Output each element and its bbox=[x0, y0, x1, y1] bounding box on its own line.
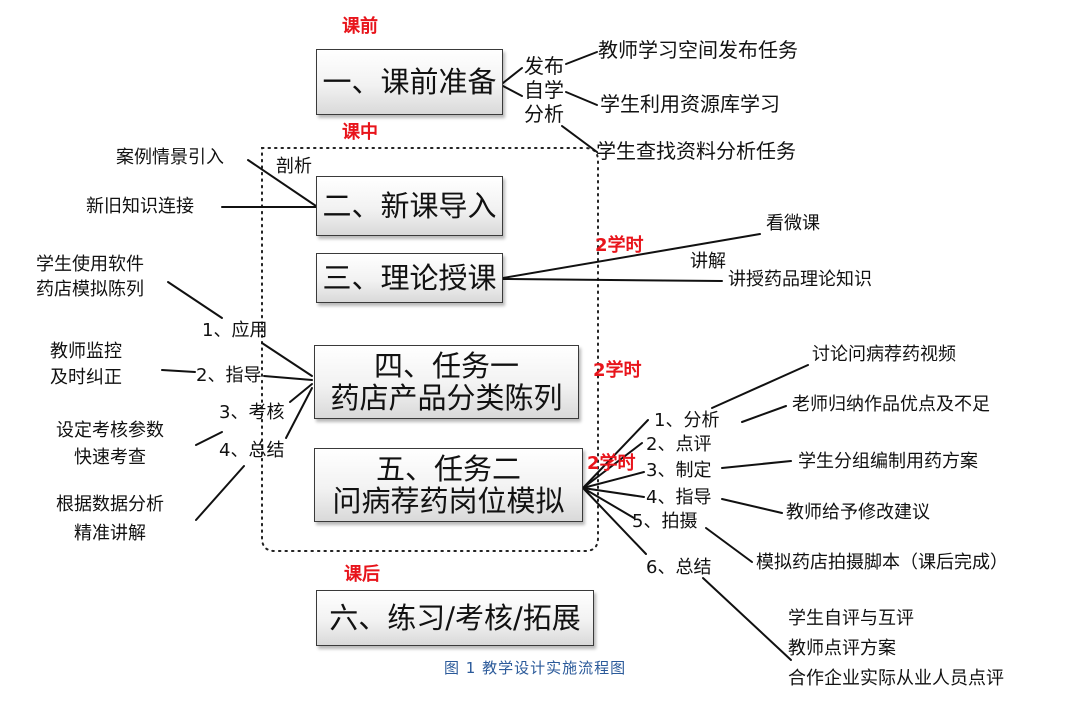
line-d2 bbox=[741, 405, 787, 423]
line-step5-t2 bbox=[582, 487, 635, 519]
line-case bbox=[247, 159, 317, 207]
line-step4 bbox=[285, 387, 313, 439]
stage-box-label-line1: 五、任务二 bbox=[375, 451, 521, 486]
line-step1 bbox=[261, 342, 313, 377]
line-knowledge bbox=[502, 278, 723, 282]
task2-detail-self-review: 学生自评与互评 bbox=[788, 608, 914, 629]
task2-step-summary: 6、总结 bbox=[646, 557, 712, 578]
line-d6 bbox=[702, 577, 792, 661]
task1-step-guide: 2、指导 bbox=[196, 365, 262, 386]
stage-box-practice: 六、练习/考核/拓展 bbox=[316, 590, 594, 646]
stage-box-theory: 三、理论授课 bbox=[316, 253, 503, 303]
line-d4 bbox=[721, 498, 783, 514]
task1-note-params-b: 快速考查 bbox=[74, 447, 146, 468]
line-task1 bbox=[565, 51, 598, 65]
phase-label-post: 课后 bbox=[344, 564, 380, 585]
task1-step-apply: 1、应用 bbox=[202, 320, 268, 341]
task2-step-guide: 4、指导 bbox=[646, 487, 712, 508]
task2-hours-label: 2学时 bbox=[587, 453, 636, 474]
intro-case-label: 案例情景引入 bbox=[116, 147, 224, 168]
line-zixue bbox=[502, 85, 523, 97]
line-n1 bbox=[167, 281, 223, 319]
theory-weike-label: 看微课 bbox=[766, 213, 820, 234]
phase-label-pre: 课前 bbox=[342, 16, 378, 37]
pre-class-task-study: 学生利用资源库学习 bbox=[600, 92, 780, 116]
theory-hours-label: 2学时 bbox=[595, 235, 644, 256]
line-task2 bbox=[565, 91, 598, 106]
intro-link-label: 新旧知识连接 bbox=[86, 196, 194, 217]
branch-label-fenxi: 分析 bbox=[524, 102, 564, 126]
line-step2 bbox=[263, 375, 313, 381]
task1-note-monitor-b: 及时纠正 bbox=[50, 367, 122, 388]
line-step2-t2 bbox=[582, 442, 643, 489]
task2-detail-summary: 老师归纳作品优点及不足 bbox=[792, 394, 990, 415]
stage-box-new-lesson: 二、新课导入 bbox=[316, 176, 503, 236]
theory-knowledge-label: 讲授药品理论知识 bbox=[728, 269, 872, 290]
task1-note-software-b: 药店模拟陈列 bbox=[36, 279, 144, 300]
task1-note-data-b: 精准讲解 bbox=[74, 523, 146, 544]
task2-detail-enterprise-review: 合作企业实际从业人员点评 bbox=[788, 668, 1004, 689]
pre-class-task-analyze: 学生查找资料分析任务 bbox=[596, 139, 796, 163]
line-step1-t2 bbox=[582, 419, 649, 489]
stage-box-label-line2: 问病荐药岗位模拟 bbox=[332, 484, 565, 518]
task1-step-summary: 4、总结 bbox=[219, 440, 285, 461]
line-d1 bbox=[711, 364, 809, 409]
branch-label-zixue: 自学 bbox=[524, 78, 564, 102]
stage-box-label: 六、练习/考核/拓展 bbox=[329, 600, 581, 635]
stage-box-label: 二、新课导入 bbox=[322, 188, 497, 223]
line-step3 bbox=[289, 383, 313, 403]
stage-box-label-line2: 药店产品分类陈列 bbox=[330, 381, 563, 415]
task2-detail-plan: 学生分组编制用药方案 bbox=[798, 451, 978, 472]
line-n3 bbox=[195, 431, 223, 446]
line-task3 bbox=[561, 125, 598, 153]
line-fabu bbox=[502, 67, 523, 84]
stage-box-task1: 四、任务一 药店产品分类陈列 bbox=[314, 345, 579, 419]
line-n2 bbox=[161, 369, 196, 373]
stage-box-label: 一、课前准备 bbox=[322, 64, 497, 99]
stage-box-label: 三、理论授课 bbox=[322, 260, 497, 295]
task1-step-assess: 3、考核 bbox=[219, 402, 285, 423]
task1-note-software-a: 学生使用软件 bbox=[36, 254, 144, 275]
line-step3-t2 bbox=[582, 471, 645, 489]
task2-step-shoot: 5、拍摄 bbox=[632, 511, 698, 532]
figure-caption: 图 1 教学设计实施流程图 bbox=[444, 659, 627, 677]
line-step6-t2 bbox=[582, 487, 647, 555]
line-weike bbox=[502, 233, 761, 279]
task2-detail-script: 模拟药店拍摄脚本（课后完成） bbox=[756, 552, 1008, 573]
intro-pouxi-label: 剖析 bbox=[276, 156, 312, 177]
branch-label-fabu: 发布 bbox=[524, 54, 564, 78]
line-d5 bbox=[705, 527, 753, 563]
task2-detail-teacher-review: 教师点评方案 bbox=[788, 638, 896, 659]
task2-detail-video: 讨论问病荐药视频 bbox=[812, 344, 956, 365]
task1-note-data-a: 根据数据分析 bbox=[56, 494, 164, 515]
line-step4-t2 bbox=[582, 487, 645, 498]
phase-label-in: 课中 bbox=[342, 122, 378, 143]
task1-note-monitor-a: 教师监控 bbox=[50, 341, 122, 362]
theory-jiangjie-label: 讲解 bbox=[690, 251, 726, 272]
task2-step-plan: 3、制定 bbox=[646, 460, 712, 481]
task1-note-params-a: 设定考核参数 bbox=[56, 420, 164, 441]
line-d3 bbox=[721, 460, 792, 469]
task2-step-analyze: 1、分析 bbox=[654, 410, 720, 431]
pre-class-task-publish: 教师学习空间发布任务 bbox=[598, 38, 798, 62]
task2-step-review: 2、点评 bbox=[646, 434, 712, 455]
stage-box-task2: 五、任务二 问病荐药岗位模拟 bbox=[314, 448, 583, 522]
task1-hours-label: 2学时 bbox=[593, 360, 642, 381]
task2-detail-advice: 教师给予修改建议 bbox=[786, 502, 930, 523]
stage-box-pre-class: 一、课前准备 bbox=[316, 49, 503, 115]
stage-box-label-line1: 四、任务一 bbox=[373, 348, 519, 383]
line-n4 bbox=[195, 465, 245, 521]
